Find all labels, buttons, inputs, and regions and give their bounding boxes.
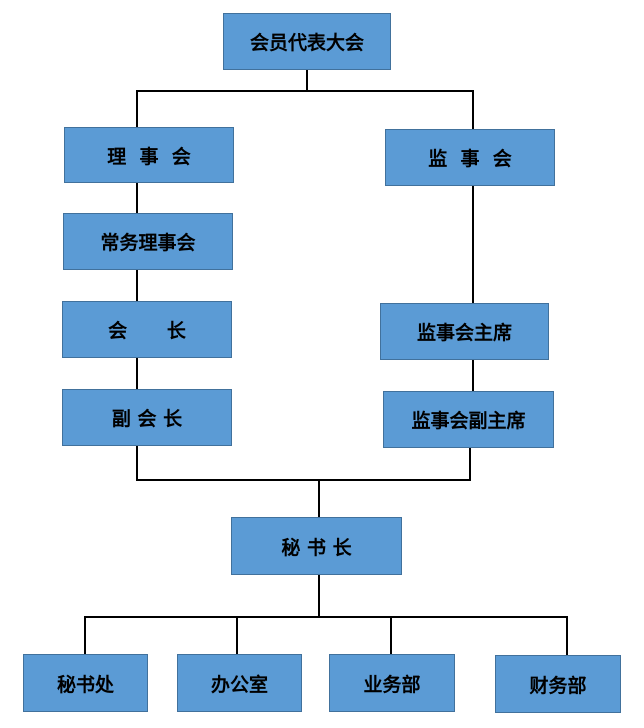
node-business-dept: 业务部: [329, 654, 455, 712]
node-council: 理 事 会: [64, 127, 234, 183]
node-secretariat: 秘书处: [23, 654, 148, 712]
node-secretary-general: 秘 书 长: [231, 517, 402, 575]
connector-assembly-to-boards: [136, 90, 474, 129]
connector-vice-to-secgen: [136, 446, 471, 481]
node-general-office: 办公室: [177, 654, 302, 712]
node-vice-president: 副 会 长: [62, 389, 232, 446]
connector-departments-bus: [84, 616, 568, 655]
node-president: 会 长: [62, 301, 232, 358]
node-supervisory-vice-chair: 监事会副主席: [383, 391, 554, 448]
node-member-assembly: 会员代表大会: [223, 13, 391, 70]
node-standing-council: 常务理事会: [63, 213, 233, 270]
node-supervisory-chair: 监事会主席: [380, 303, 549, 360]
node-supervisory-board: 监 事 会: [385, 129, 555, 186]
node-finance-dept: 财务部: [495, 655, 621, 713]
connector-group: [84, 70, 568, 655]
